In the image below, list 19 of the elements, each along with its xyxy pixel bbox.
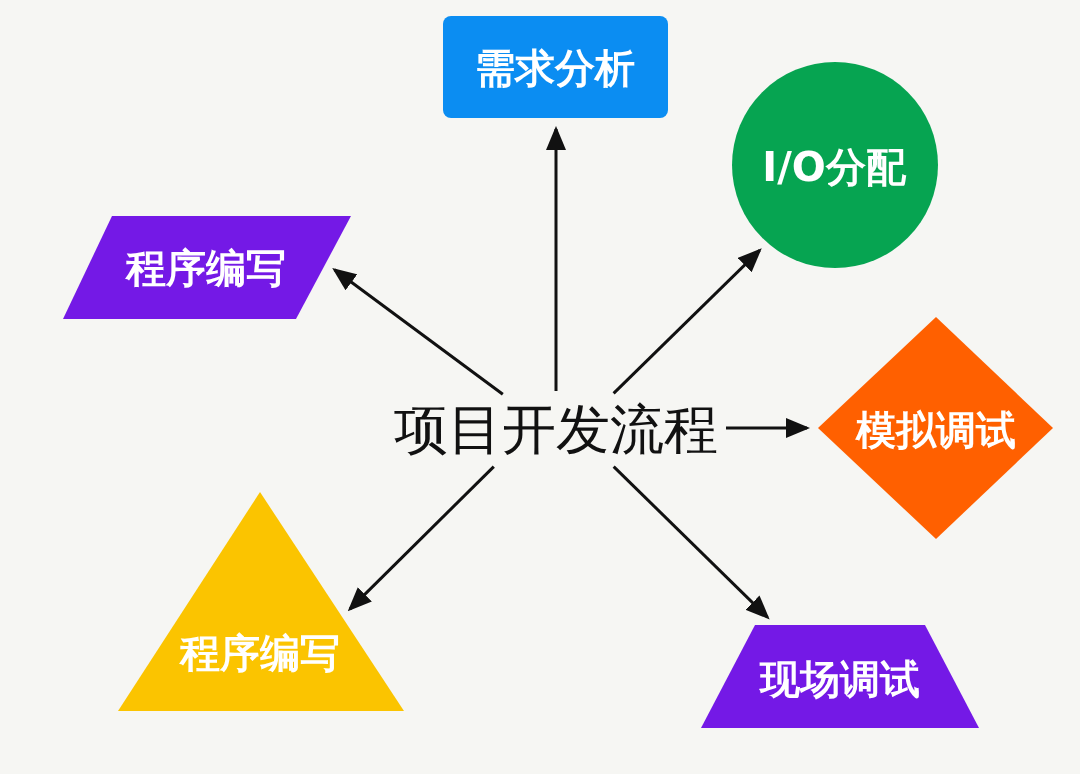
step-label: 需求分析 (475, 45, 635, 91)
process-diamond (818, 317, 1053, 539)
arrow (612, 248, 762, 395)
step-label: 程序编写 (126, 245, 286, 291)
arrow (546, 126, 566, 391)
arrow (726, 418, 810, 438)
step-label: I/O分配 (762, 144, 906, 190)
process-trapezoid (701, 625, 979, 728)
step-label: 程序编写 (180, 630, 340, 676)
arrow (347, 465, 495, 612)
process-triangle (118, 492, 404, 711)
arrow (332, 268, 504, 396)
step-label: 现场调试 (760, 656, 920, 702)
process-parallelogram (63, 216, 351, 319)
arrow (612, 465, 770, 620)
center-title: 项目开发流程 (394, 399, 718, 462)
process-box (443, 16, 668, 118)
process-circle (732, 62, 938, 268)
step-label: 模拟调试 (856, 407, 1016, 453)
